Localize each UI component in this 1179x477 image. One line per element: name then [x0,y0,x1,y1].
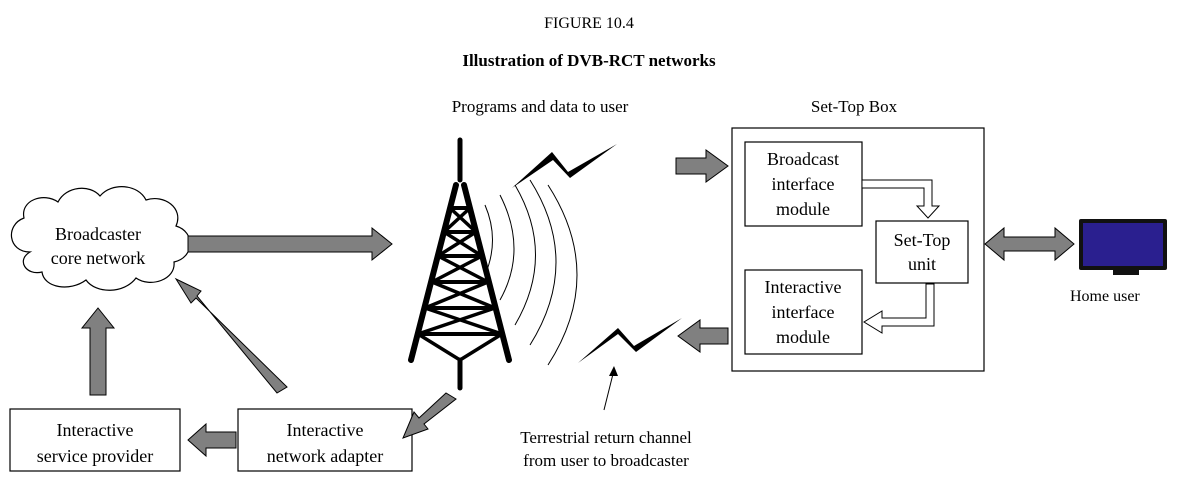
iim-label-1: Interactive [765,277,842,297]
bim-label-1: Broadcast [767,149,839,169]
cloud-icon [10,186,191,291]
broadcaster-core-network-cloud: Broadcaster core network [10,186,191,291]
return-channel-pointer [603,369,615,411]
figure-number: FIGURE 10.4 [544,15,634,32]
arrow-core-to-tower [187,226,393,262]
arrow-stb-to-return-channel [677,319,729,353]
lightning-zigzag-icon [512,144,617,188]
bim-label-2: interface [772,174,835,194]
television-icon [1079,219,1167,275]
isp-label-2: service provider [37,446,153,466]
arrow-bim-to-unit [861,179,941,219]
iim-label-2: interface [772,302,835,322]
figure-title: Illustration of DVB-RCT networks [462,51,716,70]
return-channel-pointer-head [609,366,618,376]
broadcast-interface-module-box: Broadcast interface module [744,141,863,227]
arrow-tower-to-adapter [402,392,457,439]
arrow-unit-to-iim [863,283,935,334]
programs-to-user-label: Programs and data to user [452,97,629,116]
broadcaster-core-label-1: Broadcaster [55,224,141,244]
interactive-service-provider-box: Interactive service provider [9,408,181,472]
arrow-isp-to-core [80,307,116,396]
arrow-broadcast-to-stb [675,149,729,183]
broadcaster-core-label-2: core network [51,248,145,268]
stu-label-2: unit [908,254,936,274]
ina-label-1: Interactive [287,420,364,440]
interactive-network-adapter-box: Interactive network adapter [237,408,413,472]
return-channel-label-2: from user to broadcaster [523,451,689,470]
bim-label-3: module [776,199,830,219]
arrow-stb-home-bidirectional [984,226,1075,262]
arrow-adapter-to-isp [187,422,237,458]
iim-label-3: module [776,327,830,347]
return-channel-label-1: Terrestrial return channel [520,428,692,447]
ina-label-2: network adapter [267,446,383,466]
interactive-interface-module-box: Interactive interface module [744,269,863,355]
home-user-label: Home user [1070,288,1140,305]
stu-label-1: Set-Top [894,230,951,250]
isp-label-1: Interactive [57,420,134,440]
radio-waves [484,179,578,366]
return-channel-zigzag-icon [578,318,682,363]
settop-unit-box: Set-Top unit [875,220,969,284]
settop-box-title: Set-Top Box [811,97,898,116]
transmission-tower-icon [408,137,512,391]
arrow-adapter-to-core [174,277,288,394]
